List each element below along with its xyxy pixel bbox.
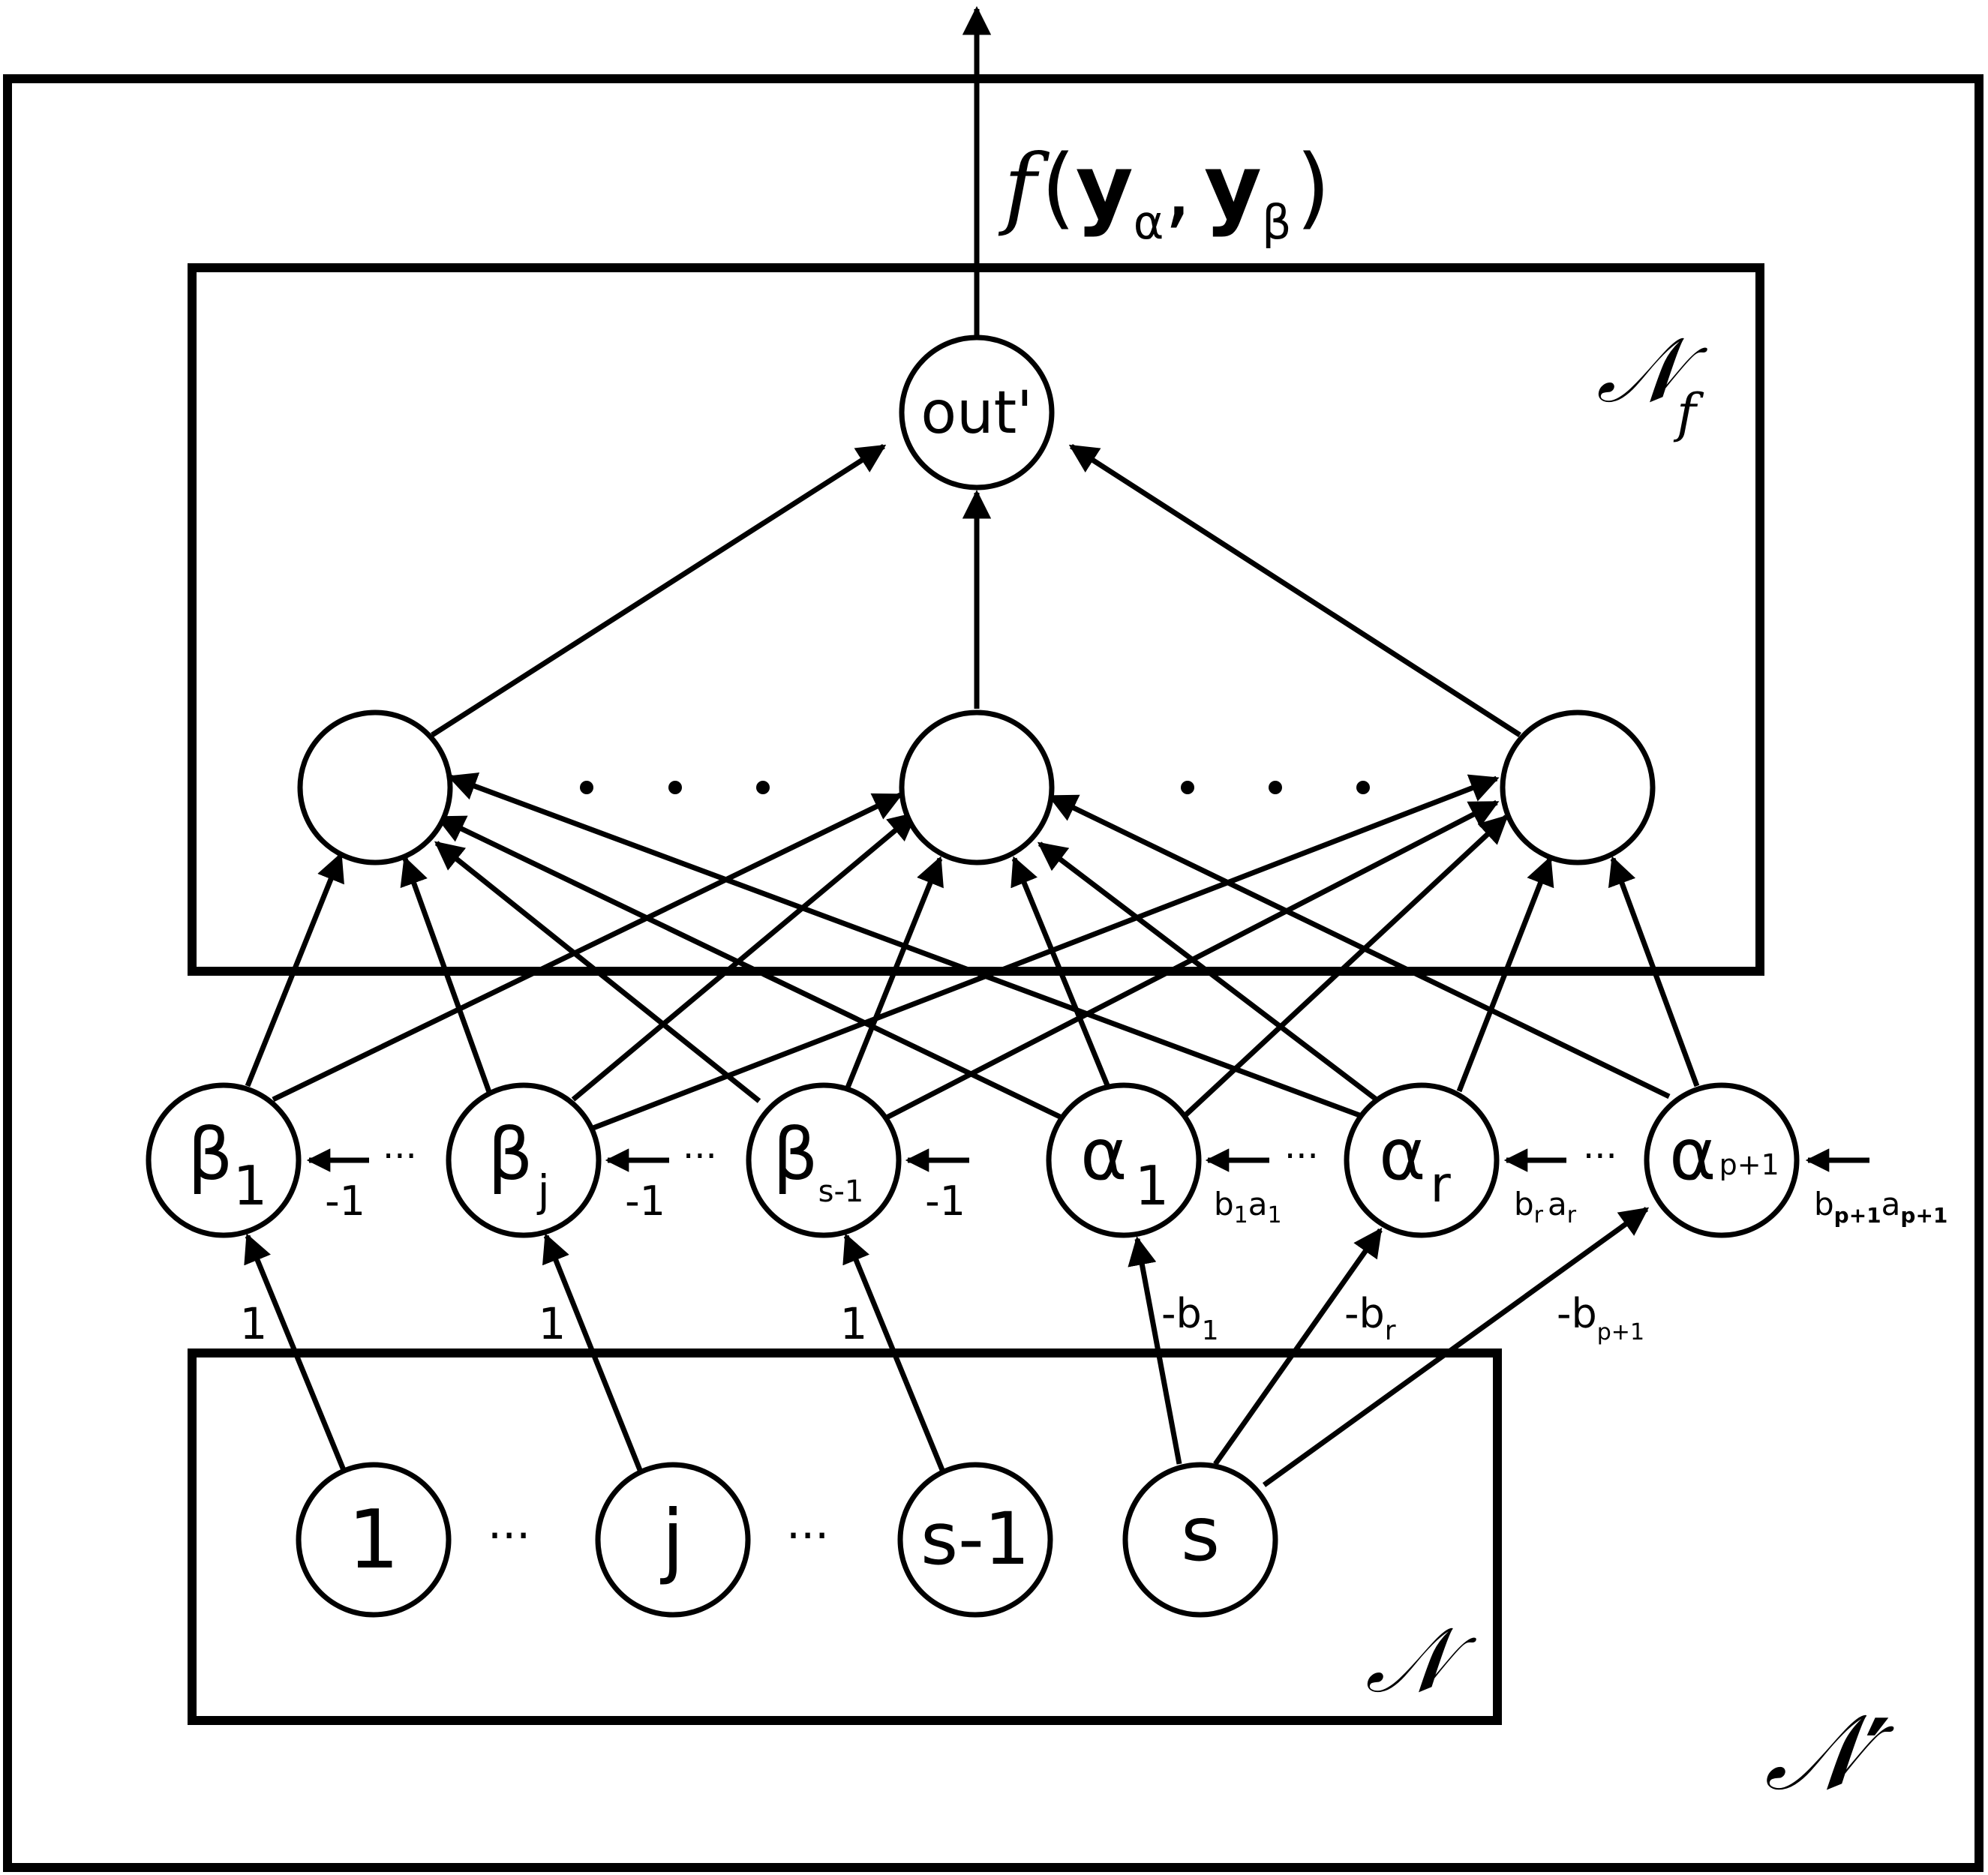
svg-text:βj: βj bbox=[488, 1114, 550, 1216]
outer-box-label: 𝒩′ bbox=[1764, 1692, 1895, 1814]
svg-text:1: 1 bbox=[348, 1493, 400, 1587]
alpha-p1-sub: p+1 bbox=[1719, 1148, 1779, 1181]
beta-1-node: β1 bbox=[146, 1082, 302, 1238]
chain-ellipsis-3: ··· bbox=[1284, 1136, 1319, 1178]
hidden-layer-ellipsis-left bbox=[580, 781, 770, 794]
alpha-1-sub: 1 bbox=[1135, 1154, 1170, 1217]
chain-ellipsis-2: ··· bbox=[683, 1136, 717, 1178]
input-node-s: s bbox=[1122, 1462, 1278, 1618]
beta-1-main: β bbox=[188, 1114, 233, 1196]
svg-text:j: j bbox=[660, 1493, 684, 1587]
weight-neg-br: -br bbox=[1344, 1290, 1396, 1346]
weight-neg-bp1: -bp+1 bbox=[1557, 1290, 1644, 1346]
svg-text:βs-1: βs-1 bbox=[773, 1114, 863, 1209]
hidden-layer-ellipsis-right bbox=[1181, 781, 1370, 794]
chain-weight-alphap1: bp+1ap+1 bbox=[1814, 1186, 1947, 1228]
hidden-node-right bbox=[1500, 710, 1656, 866]
nf-box-label: 𝒩f bbox=[1596, 319, 1708, 444]
output-label: f(yα,yβ) bbox=[998, 135, 1331, 250]
chain-ellipsis-1: ··· bbox=[383, 1136, 417, 1178]
output-label-y1: y bbox=[1076, 135, 1134, 238]
beta-j-sub: j bbox=[536, 1166, 550, 1216]
output-label-y2: y bbox=[1204, 135, 1262, 238]
chain-weight-beta1: -1 bbox=[325, 1178, 365, 1225]
input-ellipsis-1: ··· bbox=[488, 1510, 530, 1562]
beta-s1-node: βs-1 bbox=[746, 1082, 902, 1238]
input-ellipsis-2: ··· bbox=[786, 1510, 829, 1562]
output-label-sub1: α bbox=[1134, 195, 1164, 250]
hidden-node-middle bbox=[899, 710, 1055, 866]
chain-weight-betas1: -1 bbox=[925, 1178, 965, 1225]
alpha-1-main: α bbox=[1080, 1114, 1128, 1196]
beta-j-main: β bbox=[488, 1114, 533, 1196]
n-network-box bbox=[188, 1348, 1502, 1725]
svg-text:α1: α1 bbox=[1080, 1114, 1169, 1217]
output-label-comma: , bbox=[1164, 135, 1193, 238]
alpha-p1-main: α bbox=[1669, 1114, 1716, 1196]
output-label-sub2: β bbox=[1262, 195, 1292, 250]
alpha-r-node: αr bbox=[1344, 1082, 1500, 1238]
chain-weight-betaj: -1 bbox=[625, 1178, 665, 1225]
n-to-layer-edges bbox=[244, 1207, 1650, 1487]
hidden-node-left bbox=[297, 710, 453, 866]
svg-text:s: s bbox=[1181, 1490, 1220, 1578]
beta-1-sub: 1 bbox=[233, 1154, 268, 1217]
input-weight-j: 1 bbox=[539, 1298, 566, 1349]
outer-box-label-prime: ′ bbox=[1865, 1697, 1890, 1812]
input-node-j: j bbox=[595, 1462, 751, 1618]
input-node-s1: s-1 bbox=[897, 1462, 1053, 1618]
alpha-r-main: α bbox=[1379, 1114, 1426, 1196]
alpha-r-sub: r bbox=[1431, 1156, 1452, 1214]
outer-network-box bbox=[3, 74, 1983, 1872]
output-label-close: ) bbox=[1296, 135, 1331, 238]
beta-s1-main: β bbox=[773, 1114, 818, 1196]
chain-ellipsis-4: ··· bbox=[1583, 1136, 1617, 1178]
svg-text:β1: β1 bbox=[188, 1114, 267, 1217]
n-box-label: 𝒩 bbox=[1365, 1609, 1477, 1713]
svg-text:s-1: s-1 bbox=[920, 1497, 1030, 1581]
beta-s1-sub: s-1 bbox=[818, 1174, 864, 1209]
nf-box-label-sub: f bbox=[1673, 382, 1704, 444]
output-label-open: ( bbox=[1041, 135, 1076, 238]
out-node-label: out' bbox=[920, 380, 1032, 447]
hidden-to-out-edges bbox=[431, 444, 1521, 737]
svg-text:αr: αr bbox=[1379, 1114, 1452, 1214]
svg-text:αp+1: αp+1 bbox=[1669, 1114, 1779, 1196]
input-node-1: 1 bbox=[296, 1462, 452, 1618]
chain-weight-alpha1: b1a1 bbox=[1214, 1186, 1282, 1228]
input-weight-s1: 1 bbox=[840, 1298, 868, 1349]
input-to-hidden-edges bbox=[245, 772, 1700, 1132]
weight-neg-b1: -b1 bbox=[1161, 1290, 1219, 1346]
input-weight-1: 1 bbox=[240, 1298, 268, 1349]
out-node: out' bbox=[899, 334, 1055, 490]
